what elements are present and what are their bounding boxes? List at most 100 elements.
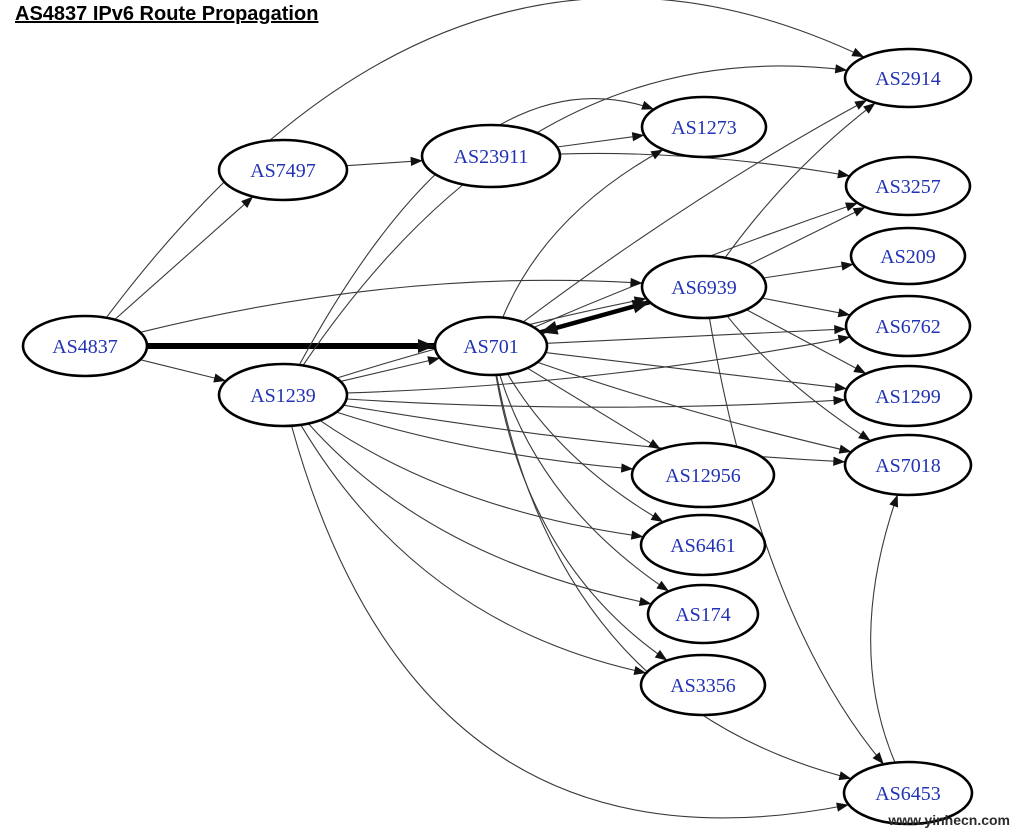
node-AS12956: AS12956 [630,441,776,509]
node-label-AS23911: AS23911 [454,146,529,168]
node-ellipse-AS1239 [217,362,349,428]
node-AS7018: AS7018 [843,433,973,497]
arrowhead-icon [633,665,647,675]
node-AS3257: AS3257 [844,155,972,217]
node-layer: AS4837AS7497AS23911AS1273AS2914AS3257AS2… [21,47,974,826]
edge-AS1239-AS12956 [336,411,634,470]
edge-AS6453-AS7018 [870,494,899,763]
arrowhead-icon [656,580,669,592]
arrowhead-icon [833,396,846,406]
arrowhead-icon [872,752,884,765]
arrowhead-icon [540,321,559,335]
edge-AS4837-AS7497 [114,196,254,321]
node-ellipse-AS2914 [843,47,973,109]
arrowhead-icon [838,771,852,781]
watermark-text: www.yinhecn.com [888,812,1010,828]
node-AS7497: AS7497 [217,138,349,202]
arrowhead-icon [833,456,846,466]
node-ellipse-AS701 [433,315,549,377]
edge-AS1239-AS2914 [302,65,848,366]
edge-AS701-AS174 [499,374,670,592]
node-AS23911: AS23911 [420,123,562,189]
node-label-AS6453: AS6453 [875,783,941,805]
node-label-AS174: AS174 [675,604,731,626]
edge-AS6939-AS3257 [747,206,866,266]
node-label-AS701: AS701 [463,336,519,358]
arrowhead-icon [840,261,854,271]
node-label-AS7497: AS7497 [250,160,316,182]
node-ellipse-AS4837 [21,314,149,378]
edge-AS6939-AS6762 [761,297,851,316]
edge-AS4837-AS1239 [140,359,227,382]
node-ellipse-AS12956 [630,441,776,509]
edge-AS1239-AS174 [307,423,652,605]
edge-AS701-AS7018 [537,361,852,453]
node-label-AS4837: AS4837 [52,336,118,358]
node-label-AS6461: AS6461 [670,535,736,557]
arrowhead-icon [852,207,866,217]
arrowhead-icon [648,439,661,450]
arrowhead-icon [410,156,423,166]
node-AS4837: AS4837 [21,314,149,378]
arrowhead-icon [837,169,850,179]
node-AS701: AS701 [433,315,549,377]
arrowhead-icon [620,463,634,473]
edge-AS701-AS6939 [539,299,651,335]
edge-AS23911-AS1273 [556,134,645,148]
edge-AS6939-AS2914 [724,102,876,259]
edge-AS1239-AS3356 [300,424,647,674]
edge-AS701-AS12956 [527,367,662,450]
node-label-AS3257: AS3257 [875,176,941,198]
node-AS2914: AS2914 [843,47,973,109]
node-ellipse-AS6762 [844,294,972,358]
arrowhead-icon [853,363,867,374]
edge-AS701-AS6461 [507,373,664,523]
node-AS1273: AS1273 [640,95,768,159]
arrowhead-icon [241,196,254,208]
edge-AS6939-AS7018 [726,315,872,442]
edge-AS701-AS6453 [496,374,852,780]
node-ellipse-AS7497 [217,138,349,202]
arrowhead-icon [863,102,876,114]
arrowhead-icon [844,202,858,212]
edge-AS1239-AS701 [340,357,441,382]
arrowhead-icon [630,530,644,540]
node-label-AS1299: AS1299 [875,386,941,408]
node-ellipse-AS7018 [843,433,973,497]
node-AS6762: AS6762 [844,294,972,358]
arrowhead-icon [858,430,871,441]
edge-AS1239-AS6461 [319,419,644,538]
arrowhead-icon [638,596,652,606]
arrowhead-icon [889,494,899,508]
arrowhead-icon [427,356,441,366]
node-label-AS6939: AS6939 [671,277,737,299]
edge-AS4837-AS2914 [105,0,865,319]
node-label-AS6762: AS6762 [875,316,941,338]
node-ellipse-AS209 [849,226,967,286]
arrowhead-icon [213,373,227,383]
node-AS3356: AS3356 [639,653,767,717]
arrowhead-icon [418,339,435,353]
arrowhead-icon [837,308,851,318]
arrowhead-icon [834,324,847,335]
arrowhead-icon [838,444,852,454]
node-label-AS2914: AS2914 [875,68,941,90]
node-ellipse-AS3356 [639,653,767,717]
arrowhead-icon [851,47,865,58]
edge-AS701-AS2914 [522,99,868,323]
edge-AS6939-AS6453 [708,317,885,765]
arrowhead-icon [650,149,664,160]
diagram-title: AS4837 IPv6 Route Propagation [15,3,319,25]
node-label-AS1239: AS1239 [250,385,316,407]
node-ellipse-AS3257 [844,155,972,217]
edge-AS701-AS3356 [495,374,668,661]
edge-AS1239-AS7018 [343,404,846,463]
edge-AS701-AS6762 [546,328,847,344]
arrowhead-icon [641,100,655,110]
arrowhead-icon [834,64,848,74]
node-AS1239: AS1239 [217,362,349,428]
node-AS6939: AS6939 [640,254,768,320]
node-ellipse-AS174 [646,583,760,645]
node-AS174: AS174 [646,583,760,645]
